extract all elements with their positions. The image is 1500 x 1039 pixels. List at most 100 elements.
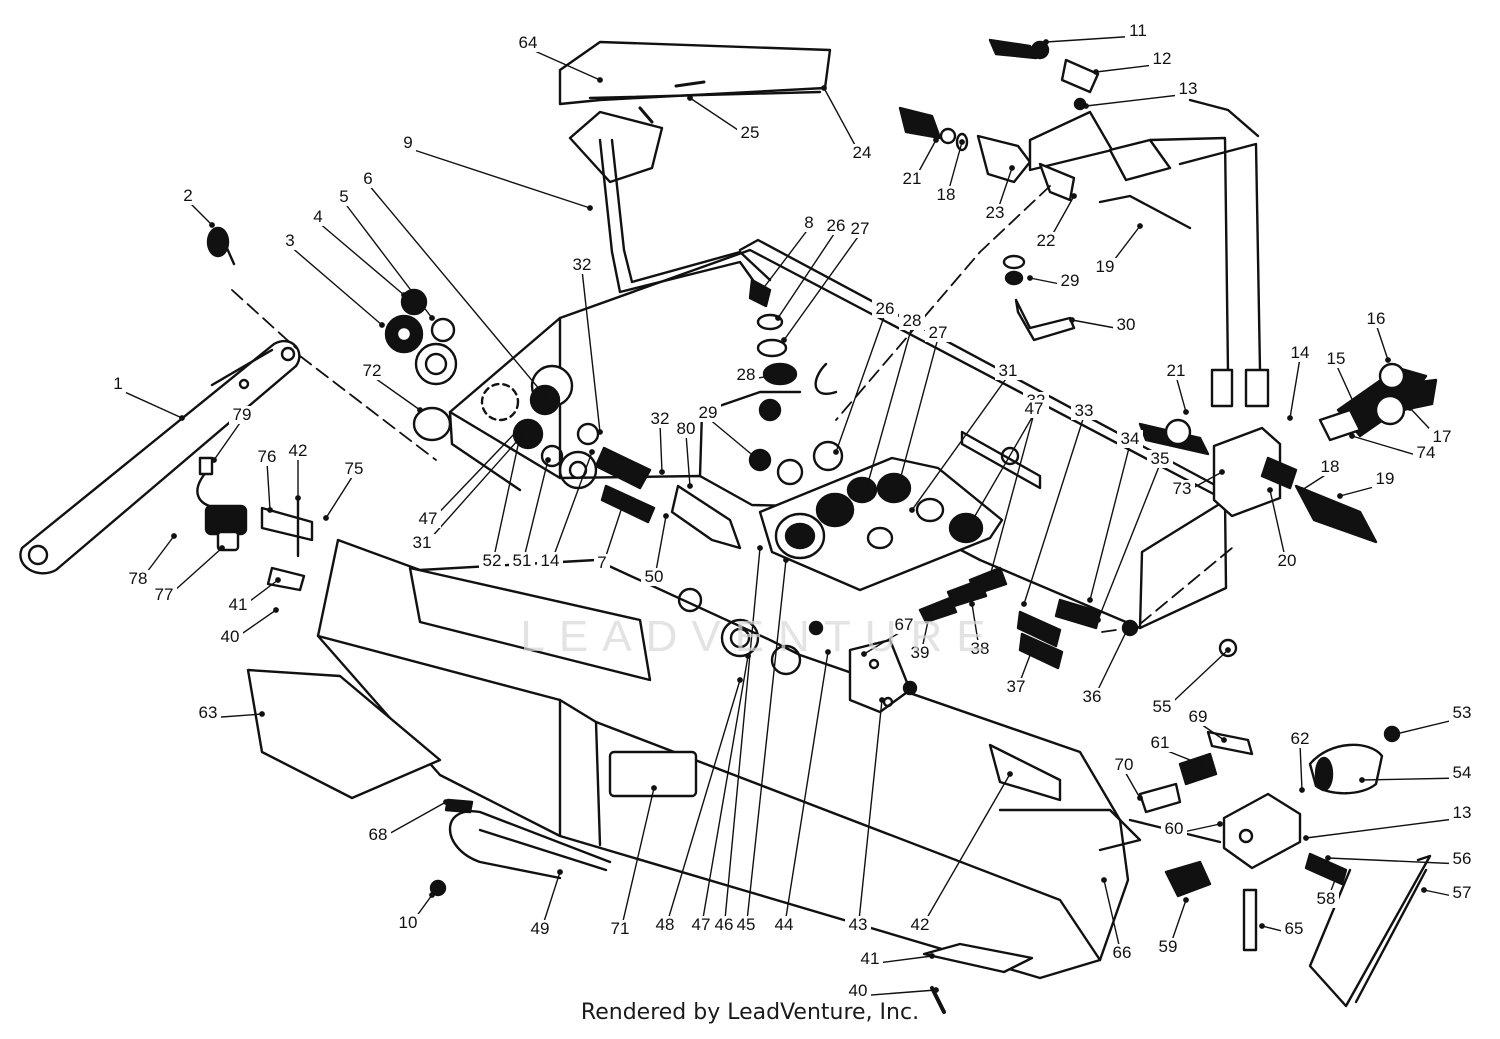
part-number-42[interactable]: 42	[289, 441, 308, 460]
part-number-17[interactable]: 17	[1433, 427, 1452, 446]
part-number-75[interactable]: 75	[345, 459, 364, 478]
part-number-29[interactable]: 29	[699, 403, 718, 422]
part-number-40[interactable]: 40	[221, 627, 240, 646]
part-number-76[interactable]: 76	[258, 447, 277, 466]
part-number-41[interactable]: 41	[861, 949, 880, 968]
part-number-21[interactable]: 21	[903, 169, 922, 188]
part-number-70[interactable]: 70	[1115, 755, 1134, 774]
part-number-67[interactable]: 67	[895, 615, 914, 634]
part-number-18[interactable]: 18	[1321, 457, 1340, 476]
part-number-32[interactable]: 32	[573, 255, 592, 274]
part-number-24[interactable]: 24	[853, 143, 872, 162]
part-number-61[interactable]: 61	[1151, 733, 1170, 752]
part-number-8[interactable]: 8	[804, 213, 813, 232]
part-number-27[interactable]: 27	[851, 219, 870, 238]
part-number-29[interactable]: 29	[1061, 271, 1080, 290]
part-number-31[interactable]: 31	[999, 361, 1018, 380]
part-number-53[interactable]: 53	[1453, 703, 1472, 722]
callout-label-bg-35	[1147, 450, 1173, 468]
part-number-66[interactable]: 66	[1113, 943, 1132, 962]
part-number-19[interactable]: 19	[1376, 469, 1395, 488]
part-number-65[interactable]: 65	[1285, 919, 1304, 938]
part-number-26[interactable]: 26	[876, 299, 895, 318]
part-number-63[interactable]: 63	[199, 703, 218, 722]
part-number-32[interactable]: 32	[651, 409, 670, 428]
part-number-69[interactable]: 69	[1189, 707, 1208, 726]
part-number-14[interactable]: 14	[1291, 343, 1310, 362]
callout-anchor-51	[545, 457, 551, 463]
part-number-35[interactable]: 35	[1151, 449, 1170, 468]
part-number-9[interactable]: 9	[403, 133, 412, 152]
part-number-19[interactable]: 19	[1096, 257, 1115, 276]
part-number-74[interactable]: 74	[1417, 443, 1436, 462]
part-number-28[interactable]: 28	[737, 365, 756, 384]
part-number-47[interactable]: 47	[419, 509, 438, 528]
part-number-58[interactable]: 58	[1317, 889, 1336, 908]
part-number-16[interactable]: 16	[1367, 309, 1386, 328]
part-number-14[interactable]: 14	[541, 551, 560, 570]
part-number-2[interactable]: 2	[183, 186, 192, 205]
part-number-7[interactable]: 7	[597, 553, 606, 572]
callout-anchor-14	[589, 449, 595, 455]
part-number-55[interactable]: 55	[1153, 697, 1172, 716]
part-number-22[interactable]: 22	[1037, 231, 1056, 250]
part-number-80[interactable]: 80	[677, 419, 696, 438]
part-number-60[interactable]: 60	[1165, 819, 1184, 838]
part-number-44[interactable]: 44	[775, 915, 794, 934]
part-number-1[interactable]: 1	[113, 374, 122, 393]
part-number-27[interactable]: 27	[929, 323, 948, 342]
part-number-3[interactable]: 3	[285, 231, 294, 250]
part-number-23[interactable]: 23	[986, 203, 1005, 222]
part-number-33[interactable]: 33	[1075, 401, 1094, 420]
part-number-51[interactable]: 51	[513, 551, 532, 570]
part-number-31[interactable]: 31	[413, 533, 432, 552]
part-number-15[interactable]: 15	[1327, 349, 1346, 368]
part-number-72[interactable]: 72	[363, 361, 382, 380]
part-number-28[interactable]: 28	[903, 311, 922, 330]
tow-handle	[448, 810, 612, 880]
part-number-47[interactable]: 47	[692, 915, 711, 934]
part-number-47[interactable]: 47	[1025, 399, 1044, 418]
part-number-40[interactable]: 40	[849, 981, 868, 1000]
part-number-5[interactable]: 5	[339, 187, 348, 206]
part-number-37[interactable]: 37	[1007, 677, 1026, 696]
part-number-73[interactable]: 73	[1173, 479, 1192, 498]
part-number-18[interactable]: 18	[937, 185, 956, 204]
part-number-6[interactable]: 6	[363, 169, 372, 188]
part-number-50[interactable]: 50	[645, 567, 664, 586]
part-number-30[interactable]: 30	[1117, 315, 1136, 334]
part-number-11[interactable]: 11	[1129, 21, 1147, 40]
part-number-36[interactable]: 36	[1083, 687, 1102, 706]
part-number-43[interactable]: 43	[849, 915, 868, 934]
part-number-13[interactable]: 13	[1453, 803, 1472, 822]
part-number-12[interactable]: 12	[1153, 49, 1172, 68]
part-number-57[interactable]: 57	[1453, 883, 1472, 902]
part-number-78[interactable]: 78	[129, 569, 148, 588]
part-number-26[interactable]: 26	[827, 216, 846, 235]
part-number-20[interactable]: 20	[1278, 551, 1297, 570]
part-number-64[interactable]: 64	[519, 33, 538, 52]
part-number-68[interactable]: 68	[369, 825, 388, 844]
part-number-45[interactable]: 45	[737, 915, 756, 934]
part-number-71[interactable]: 71	[611, 919, 630, 938]
part-number-59[interactable]: 59	[1159, 937, 1178, 956]
part-number-34[interactable]: 34	[1121, 429, 1140, 448]
part-number-42[interactable]: 42	[911, 915, 930, 934]
part-number-56[interactable]: 56	[1453, 849, 1472, 868]
part-number-62[interactable]: 62	[1291, 729, 1310, 748]
part-number-39[interactable]: 39	[911, 643, 930, 662]
part-number-54[interactable]: 54	[1453, 763, 1472, 782]
part-number-25[interactable]: 25	[741, 123, 760, 142]
part-number-4[interactable]: 4	[313, 207, 322, 226]
part-number-10[interactable]: 10	[399, 913, 418, 932]
part-number-52[interactable]: 52	[483, 551, 502, 570]
part-number-48[interactable]: 48	[656, 915, 675, 934]
part-number-79[interactable]: 79	[233, 405, 252, 424]
part-number-21[interactable]: 21	[1167, 361, 1186, 380]
part-number-38[interactable]: 38	[971, 639, 990, 658]
part-number-49[interactable]: 49	[531, 919, 550, 938]
part-number-13[interactable]: 13	[1179, 79, 1198, 98]
part-number-77[interactable]: 77	[155, 585, 174, 604]
part-number-46[interactable]: 46	[715, 915, 734, 934]
part-number-41[interactable]: 41	[229, 595, 248, 614]
